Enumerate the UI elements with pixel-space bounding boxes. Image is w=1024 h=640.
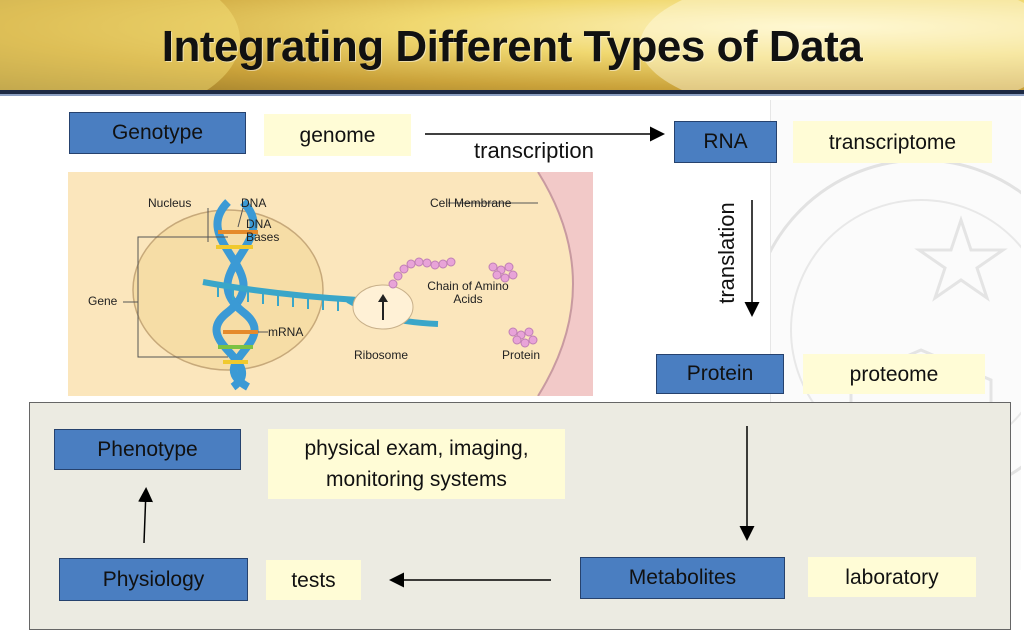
dna-label: DNA <box>241 196 266 210</box>
title-banner: Integrating Different Types of Data <box>0 0 1024 90</box>
ribosome-label: Ribosome <box>354 348 408 362</box>
banner-highlight <box>640 0 1024 90</box>
folded-protein <box>488 262 538 348</box>
genome-note: genome <box>264 114 411 156</box>
metabolites-box: Metabolites <box>580 557 785 599</box>
page-title: Integrating Different Types of Data <box>161 22 863 71</box>
mrna-bases <box>217 284 339 311</box>
dna-bases-label: DNA Bases <box>246 218 280 244</box>
proteome-note: proteome <box>803 354 985 394</box>
phenotype-box: Phenotype <box>54 429 241 470</box>
dna-bases <box>216 230 258 364</box>
genotype-box: Genotype <box>69 112 246 154</box>
rna-box: RNA <box>674 121 777 163</box>
translation-label: translation <box>714 202 739 304</box>
cell-membrane-edge <box>537 172 574 396</box>
gene-label: Gene <box>88 294 118 308</box>
cell-illustration: Nucleus DNA DNA Bases Cell Membrane Gene… <box>68 172 593 396</box>
translation-label-wrapper: translation <box>712 195 742 315</box>
banner-highlight <box>0 0 240 90</box>
mrna-label: mRNA <box>268 325 303 339</box>
amino-acid-chain <box>388 257 456 289</box>
laboratory-note: laboratory <box>808 557 976 597</box>
protein-box: Protein <box>656 354 784 394</box>
tests-note: tests <box>266 560 361 600</box>
cell-membrane-region <box>538 172 593 396</box>
mrna-strand <box>202 279 359 303</box>
title-divider-accent <box>0 94 1024 96</box>
dna-bases-label-wrap: DNA Bases <box>246 218 280 244</box>
physiology-box: Physiology <box>59 558 248 601</box>
ribosome-arrow-head <box>378 294 388 302</box>
transcriptome-note: transcriptome <box>793 121 992 163</box>
cell-membrane-label: Cell Membrane <box>430 196 512 210</box>
chain-of-amino-acids-label: Chain of Amino Acids <box>427 280 509 306</box>
title-divider <box>0 90 1024 94</box>
transcription-label: transcription <box>474 138 594 163</box>
leader-lines <box>123 202 538 358</box>
amino-acids-label-wrap: Chain of Amino Acids <box>427 280 509 306</box>
protein-label: Protein <box>502 348 540 362</box>
nucleus-label: Nucleus <box>148 196 191 210</box>
cell-diagram: Nucleus DNA DNA Bases Cell Membrane Gene… <box>88 172 593 396</box>
phenotype-sources-note: physical exam, imaging, monitoring syste… <box>268 429 565 499</box>
